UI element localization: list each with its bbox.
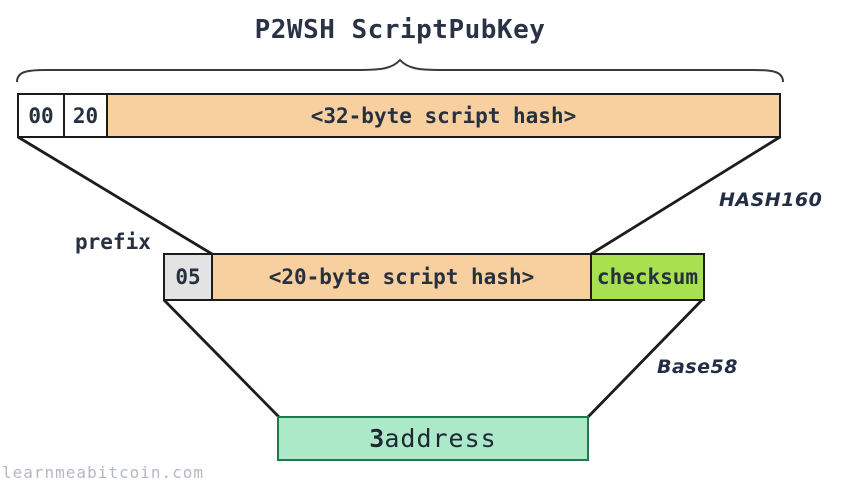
hash160-bar: 05 <20-byte script hash> checksum <box>163 253 705 301</box>
script-hash-32-cell: <32-byte script hash> <box>106 95 779 136</box>
diagram-title: P2WSH ScriptPubKey <box>254 15 546 45</box>
hash160-label: HASH160 <box>719 189 823 211</box>
hash160-funnel-line-left <box>17 135 213 256</box>
top-brace <box>16 58 784 83</box>
base58-funnel-line-right <box>586 298 705 418</box>
length-byte-cell: 20 <box>63 95 106 136</box>
watermark: learnmeabitcoin.com <box>2 463 205 482</box>
address-prefix-char: 3 <box>369 424 385 453</box>
base58-label: Base58 <box>657 356 738 378</box>
script-hash-20-cell: <20-byte script hash> <box>211 255 590 299</box>
scriptpubkey-bar: 00 20 <32-byte script hash> <box>17 93 781 138</box>
op0-byte-cell: 00 <box>19 95 63 136</box>
base58-funnel-line-left <box>163 299 280 418</box>
hash160-funnel-line-right <box>590 135 781 256</box>
prefix-label: prefix <box>75 230 151 254</box>
prefix-byte-cell: 05 <box>165 255 211 299</box>
checksum-cell: checksum <box>590 255 703 299</box>
address-label: address <box>384 424 497 453</box>
